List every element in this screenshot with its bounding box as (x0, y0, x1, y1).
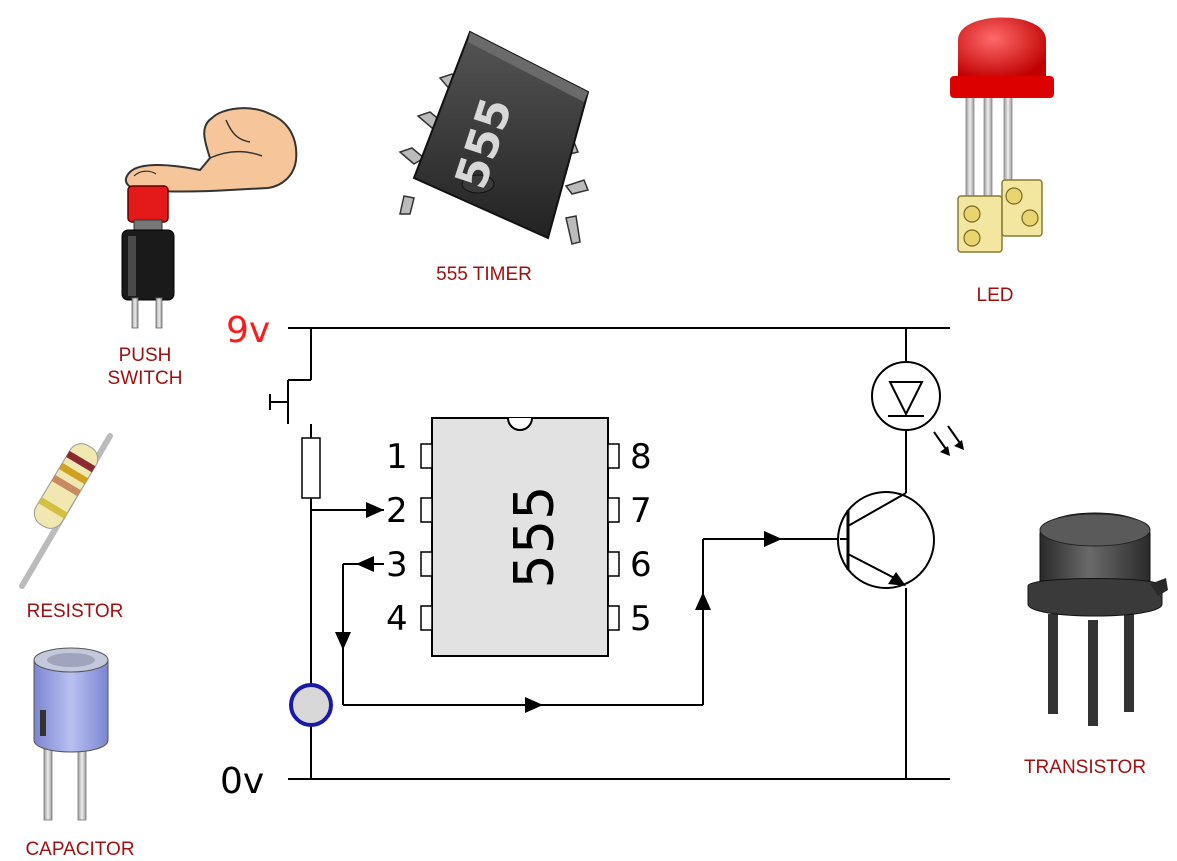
capacitor-label: CAPACITOR (25, 839, 135, 860)
pin-2: 2 (386, 491, 408, 531)
pin-7: 7 (630, 491, 652, 531)
led-icon (950, 17, 1054, 253)
transistor-symbol (837, 491, 935, 589)
arrow-up-icon (695, 592, 711, 610)
led-symbol (871, 361, 963, 453)
resistor-symbol (301, 437, 321, 499)
emitter-arrow-icon (888, 572, 906, 586)
ic-chip-icon: 555 (398, 30, 590, 245)
capacitor-icon (33, 647, 109, 821)
push-switch-label: PUSH SWITCH (90, 344, 200, 390)
capacitor-symbol (289, 683, 333, 727)
pin-3: 3 (386, 545, 408, 585)
arrow-right-icon (525, 697, 543, 713)
ic-marking: 555 (503, 485, 566, 588)
arrow-down-icon (335, 632, 351, 650)
led-label: LED (976, 285, 1014, 306)
pin-1: 1 (386, 437, 408, 477)
transistor-icon (1027, 512, 1168, 726)
push-switch-label-line2: SWITCH (107, 368, 183, 389)
light-emission-icon (940, 440, 964, 456)
hand-icon (124, 107, 298, 193)
timer-label: 555 TIMER (436, 264, 532, 285)
arrow-right-icon (764, 531, 782, 547)
ic-schematic (420, 417, 620, 657)
pin-5: 5 (630, 599, 652, 639)
ground-rail-label: 0v (220, 761, 264, 802)
ic-pin-numbers: 1 2 3 4 8 7 6 5 (386, 437, 652, 639)
signal-arrows (335, 502, 782, 713)
arrow-left-icon (356, 556, 374, 572)
pin-8: 8 (630, 437, 652, 477)
resistor-label: RESISTOR (26, 601, 124, 622)
positive-rail-label: 9v (226, 310, 270, 351)
transistor-label: TRANSISTOR (1023, 757, 1147, 778)
push-switch-symbol (269, 379, 311, 424)
push-switch-icon (121, 185, 175, 329)
pin-6: 6 (630, 545, 652, 585)
resistor-icon (19, 433, 113, 589)
push-switch-label-line1: PUSH (118, 345, 172, 366)
pin-4: 4 (386, 599, 408, 639)
arrow-right-icon (366, 502, 384, 518)
